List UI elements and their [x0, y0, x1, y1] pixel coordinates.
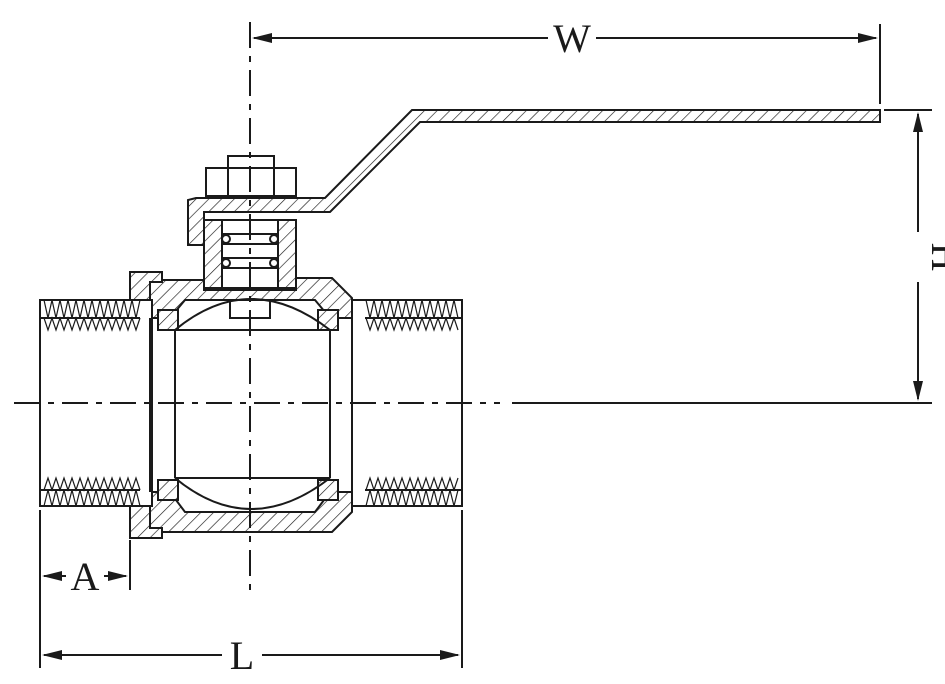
dimension-h: H [884, 109, 945, 401]
center-lines [14, 22, 932, 590]
dimension-a: A [39, 510, 131, 668]
valve-seats [157, 309, 339, 501]
lever-handle [187, 109, 881, 246]
dimension-label-w: W [553, 16, 591, 61]
dimension-l: L [42, 510, 463, 678]
dimension-w: W [252, 16, 881, 104]
dimension-label-h: H [923, 243, 945, 272]
dimension-label-a: A [71, 554, 100, 599]
dimension-label-l: L [230, 633, 254, 678]
